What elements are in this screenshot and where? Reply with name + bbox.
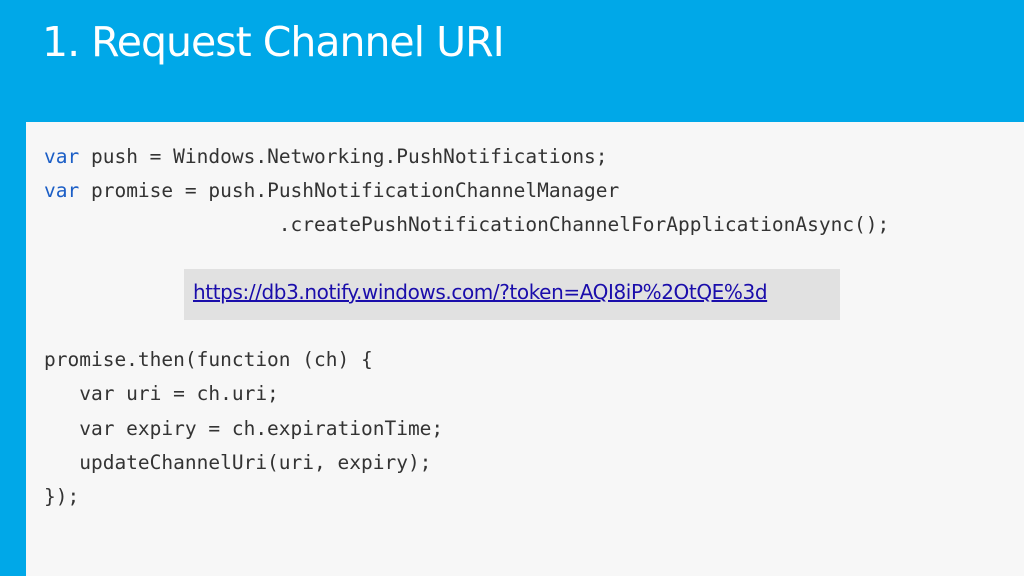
code-keyword: var — [44, 179, 80, 202]
code-line: promise.then(function (ch) { — [44, 348, 373, 371]
slide-title: 1. Request Channel URI — [42, 18, 505, 66]
code-keyword: var — [44, 145, 80, 168]
code-line: var uri = ch.uri; — [44, 382, 279, 405]
code-line: }); — [44, 485, 80, 508]
code-text: promise = push.PushNotificationChannelMa… — [79, 179, 620, 202]
code-text: .createPushNotificationChannelForApplica… — [44, 213, 890, 236]
code-line: updateChannelUri(uri, expiry); — [44, 451, 432, 474]
code-line: .createPushNotificationChannelForApplica… — [44, 210, 889, 240]
code-text: push = Windows.Networking.PushNotificati… — [79, 145, 608, 168]
code-line: var push = Windows.Networking.PushNotifi… — [44, 142, 608, 172]
channel-uri-result-box: https://db3.notify.windows.com/?token=AQ… — [184, 269, 840, 320]
code-line: var promise = push.PushNotificationChann… — [44, 176, 619, 206]
channel-uri-link[interactable]: https://db3.notify.windows.com/?token=AQ… — [193, 280, 768, 304]
code-panel: var push = Windows.Networking.PushNotifi… — [26, 122, 1024, 576]
code-line: var expiry = ch.expirationTime; — [44, 417, 444, 440]
